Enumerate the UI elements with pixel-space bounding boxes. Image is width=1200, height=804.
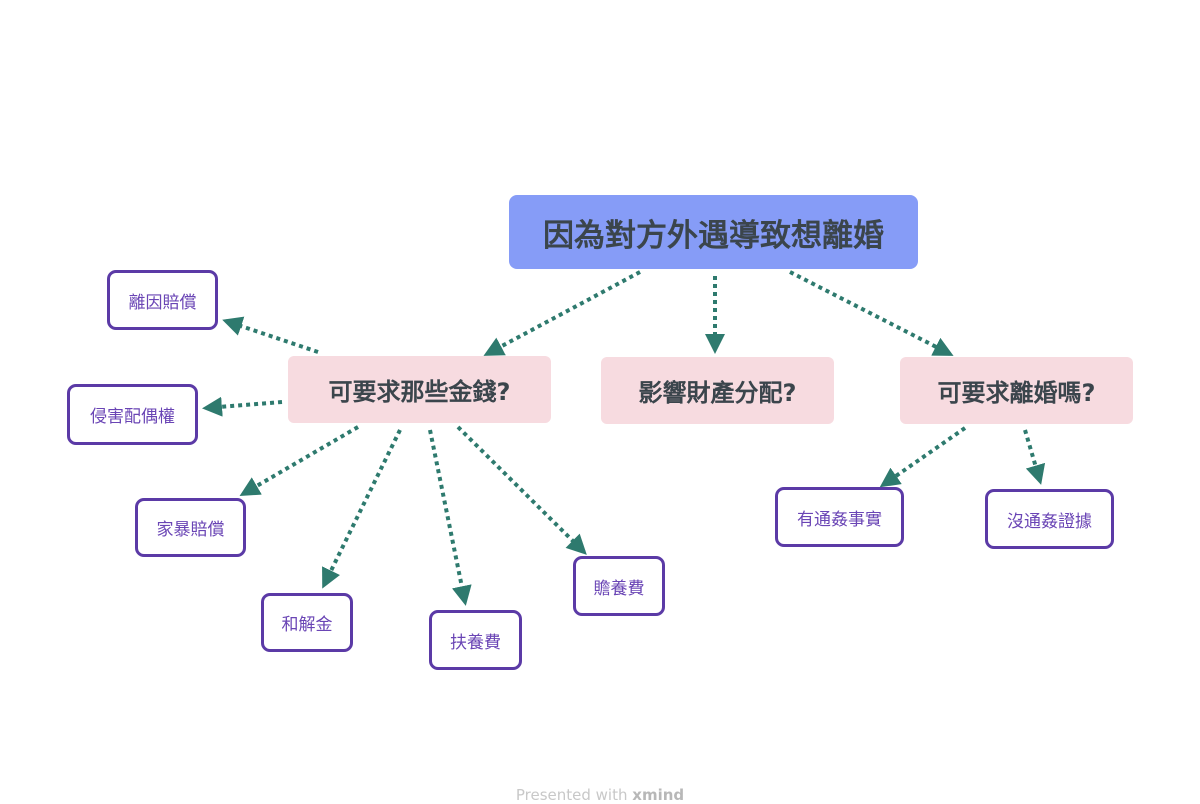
leaf-money-4[interactable]: 扶養費 (429, 610, 522, 670)
topic-property[interactable]: 影響財產分配? (601, 357, 834, 424)
connector-root-divorce (789, 270, 954, 356)
connector-money-3 (322, 429, 402, 589)
leaf-money-3[interactable]: 和解金 (261, 593, 353, 652)
topic-label: 可要求那些金錢? (328, 378, 511, 406)
leaf-label: 侵害配偶權 (90, 407, 175, 427)
connector-divorce-0 (879, 426, 967, 488)
connector-root-money (483, 270, 641, 356)
footer-attribution: Presented with xmind (0, 786, 1200, 804)
leaf-divorce-0[interactable]: 有通姦事實 (775, 487, 904, 547)
connector-money-1 (202, 396, 283, 417)
leaf-label: 家暴賠償 (156, 520, 225, 540)
topic-money[interactable]: 可要求那些金錢? (288, 356, 551, 423)
topic-label: 可要求離婚嗎? (937, 379, 1096, 407)
connector-divorce-1 (1023, 429, 1046, 485)
leaf-label: 和解金 (281, 615, 333, 635)
footer-prefix: Presented with (515, 786, 628, 804)
root-topic-label: 因為對方外遇導致想離婚 (543, 217, 884, 254)
leaf-money-0[interactable]: 離因賠償 (107, 270, 218, 330)
leaf-label: 贍養費 (593, 578, 645, 599)
topic-divorce[interactable]: 可要求離婚嗎? (900, 357, 1133, 424)
footer-brand: xmind (632, 786, 685, 804)
leaf-label: 扶養費 (450, 632, 501, 653)
leaf-label: 離因賠償 (128, 292, 197, 313)
leaf-label: 有通姦事實 (797, 509, 882, 530)
leaf-money-5[interactable]: 贍養費 (573, 556, 665, 616)
leaf-divorce-1[interactable]: 沒通姦證據 (985, 489, 1114, 549)
leaf-money-1[interactable]: 侵害配偶權 (67, 384, 198, 445)
connector-money-5 (456, 425, 587, 555)
leaf-money-2[interactable]: 家暴賠償 (135, 498, 246, 557)
root-topic[interactable]: 因為對方外遇導致想離婚 (509, 195, 918, 269)
leaf-label: 沒通姦證據 (1007, 511, 1092, 532)
connector-money-2 (239, 425, 360, 497)
connector-money-4 (428, 429, 472, 606)
topic-label: 影響財產分配? (638, 379, 797, 407)
connector-money-0 (222, 316, 319, 354)
